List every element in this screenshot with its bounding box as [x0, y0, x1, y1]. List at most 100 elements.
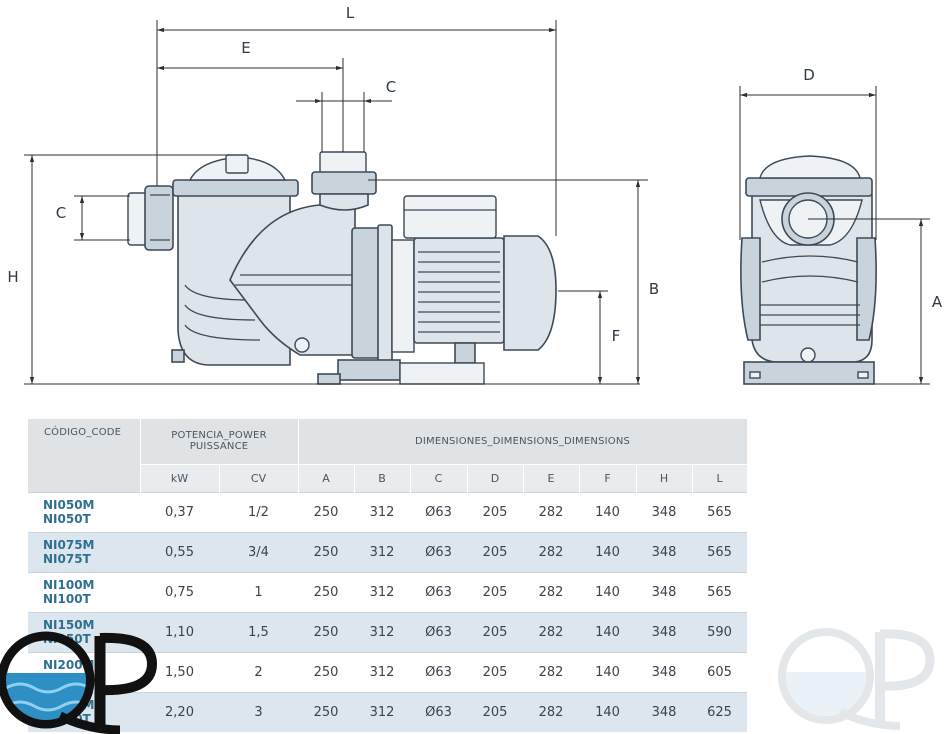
code-mono: NI050M — [43, 498, 95, 512]
cell-a: 250 — [298, 491, 354, 532]
cell-c: Ø63 — [410, 611, 467, 652]
code-mono: NI150M — [43, 618, 95, 632]
cell-cv: 3 — [219, 691, 298, 732]
cell-kw: 2,20 — [140, 691, 219, 732]
cell-d: 205 — [467, 491, 523, 532]
cell-l: 565 — [692, 491, 748, 532]
cell-b: 312 — [354, 491, 410, 532]
cell-h: 348 — [636, 531, 692, 572]
cell-h: 348 — [636, 651, 692, 692]
dim-label-b: B — [649, 280, 659, 298]
cell-cv: 1 — [219, 571, 298, 612]
cell-e: 282 — [523, 531, 579, 572]
subheader-a: A — [298, 463, 355, 492]
cell-d: 205 — [467, 571, 523, 612]
header-power-line2: PUISSANCE — [189, 441, 249, 453]
cell-cv: 2 — [219, 651, 298, 692]
subheader-d: D — [467, 463, 524, 492]
cell-f: 140 — [579, 691, 636, 732]
cell-d: 205 — [467, 531, 523, 572]
cell-h: 348 — [636, 611, 692, 652]
cell-f: 140 — [579, 651, 636, 692]
side-view-dimensions: L E C C H B F — [7, 4, 659, 385]
cell-cv: 3/4 — [219, 531, 298, 572]
code-tri: NI050T — [43, 512, 91, 526]
cell-cv: 1,5 — [219, 611, 298, 652]
cell-b: 312 — [354, 691, 410, 732]
dim-label-h: H — [7, 268, 18, 286]
cell-e: 282 — [523, 651, 579, 692]
subheader-b: B — [354, 463, 411, 492]
cell-c: Ø63 — [410, 491, 467, 532]
code-tri: NI075T — [43, 552, 91, 566]
cell-a: 250 — [298, 651, 354, 692]
dim-label-e: E — [241, 39, 250, 57]
pump-dimension-drawing: L E C C H B F — [7, 4, 943, 385]
subheader-c: C — [410, 463, 468, 492]
cell-f: 140 — [579, 571, 636, 612]
header-code: CÓDIGO_CODE — [28, 419, 141, 492]
header-power-line1: POTENCIA_POWER — [171, 430, 267, 442]
cell-l: 565 — [692, 571, 748, 612]
dim-label-f: F — [612, 327, 621, 345]
cell-b: 312 — [354, 611, 410, 652]
pump-spec-table: CÓDIGO_CODE POTENCIA_POWER PUISSANCE DIM… — [28, 419, 748, 732]
cell-d: 205 — [467, 691, 523, 732]
pump-front-view — [740, 155, 877, 385]
dim-label-d: D — [803, 66, 815, 84]
cell-l: 625 — [692, 691, 748, 732]
cell-d: 205 — [467, 651, 523, 692]
subheader-kw: kW — [140, 463, 220, 492]
dim-label-l: L — [346, 4, 355, 22]
cell-kw: 1,10 — [140, 611, 219, 652]
cell-h: 348 — [636, 571, 692, 612]
cell-a: 250 — [298, 531, 354, 572]
cell-c: Ø63 — [410, 531, 467, 572]
cell-a: 250 — [298, 611, 354, 652]
subheader-cv: CV — [219, 463, 299, 492]
cell-f: 140 — [579, 531, 636, 572]
subheader-l: L — [692, 463, 748, 492]
qp-logo — [0, 631, 158, 734]
qp-watermark-logo — [778, 628, 935, 730]
cell-b: 312 — [354, 531, 410, 572]
cell-kw: 0,37 — [140, 491, 219, 532]
cell-b: 312 — [354, 571, 410, 612]
cell-c: Ø63 — [410, 571, 467, 612]
cell-cv: 1/2 — [219, 491, 298, 532]
code-mono: NI100M — [43, 578, 95, 592]
cell-l: 590 — [692, 611, 748, 652]
pump-side-view — [127, 151, 557, 385]
cell-e: 282 — [523, 491, 579, 532]
cell-h: 348 — [636, 691, 692, 732]
cell-kw: 0,55 — [140, 531, 219, 572]
code-tri: NI100T — [43, 592, 91, 606]
dim-label-a: A — [932, 293, 943, 311]
subheader-f: F — [579, 463, 637, 492]
cell-b: 312 — [354, 651, 410, 692]
subheader-h: H — [636, 463, 693, 492]
cell-e: 282 — [523, 691, 579, 732]
dim-label-c-top: C — [386, 78, 396, 96]
cell-c: Ø63 — [410, 691, 467, 732]
cell-kw: 0,75 — [140, 571, 219, 612]
cell-a: 250 — [298, 691, 354, 732]
cell-l: 565 — [692, 531, 748, 572]
header-dimensions: DIMENSIONES_DIMENSIONS_DIMENSIONS — [298, 419, 748, 464]
cell-e: 282 — [523, 611, 579, 652]
code-mono: NI075M — [43, 538, 95, 552]
subheader-e: E — [523, 463, 580, 492]
header-power: POTENCIA_POWER PUISSANCE — [140, 419, 299, 464]
cell-e: 282 — [523, 571, 579, 612]
table-row: NI200MNI200T 1,50 2 250 312 Ø63 205 282 … — [28, 651, 748, 692]
front-view-dimensions: D A — [739, 66, 943, 385]
cell-d: 205 — [467, 611, 523, 652]
